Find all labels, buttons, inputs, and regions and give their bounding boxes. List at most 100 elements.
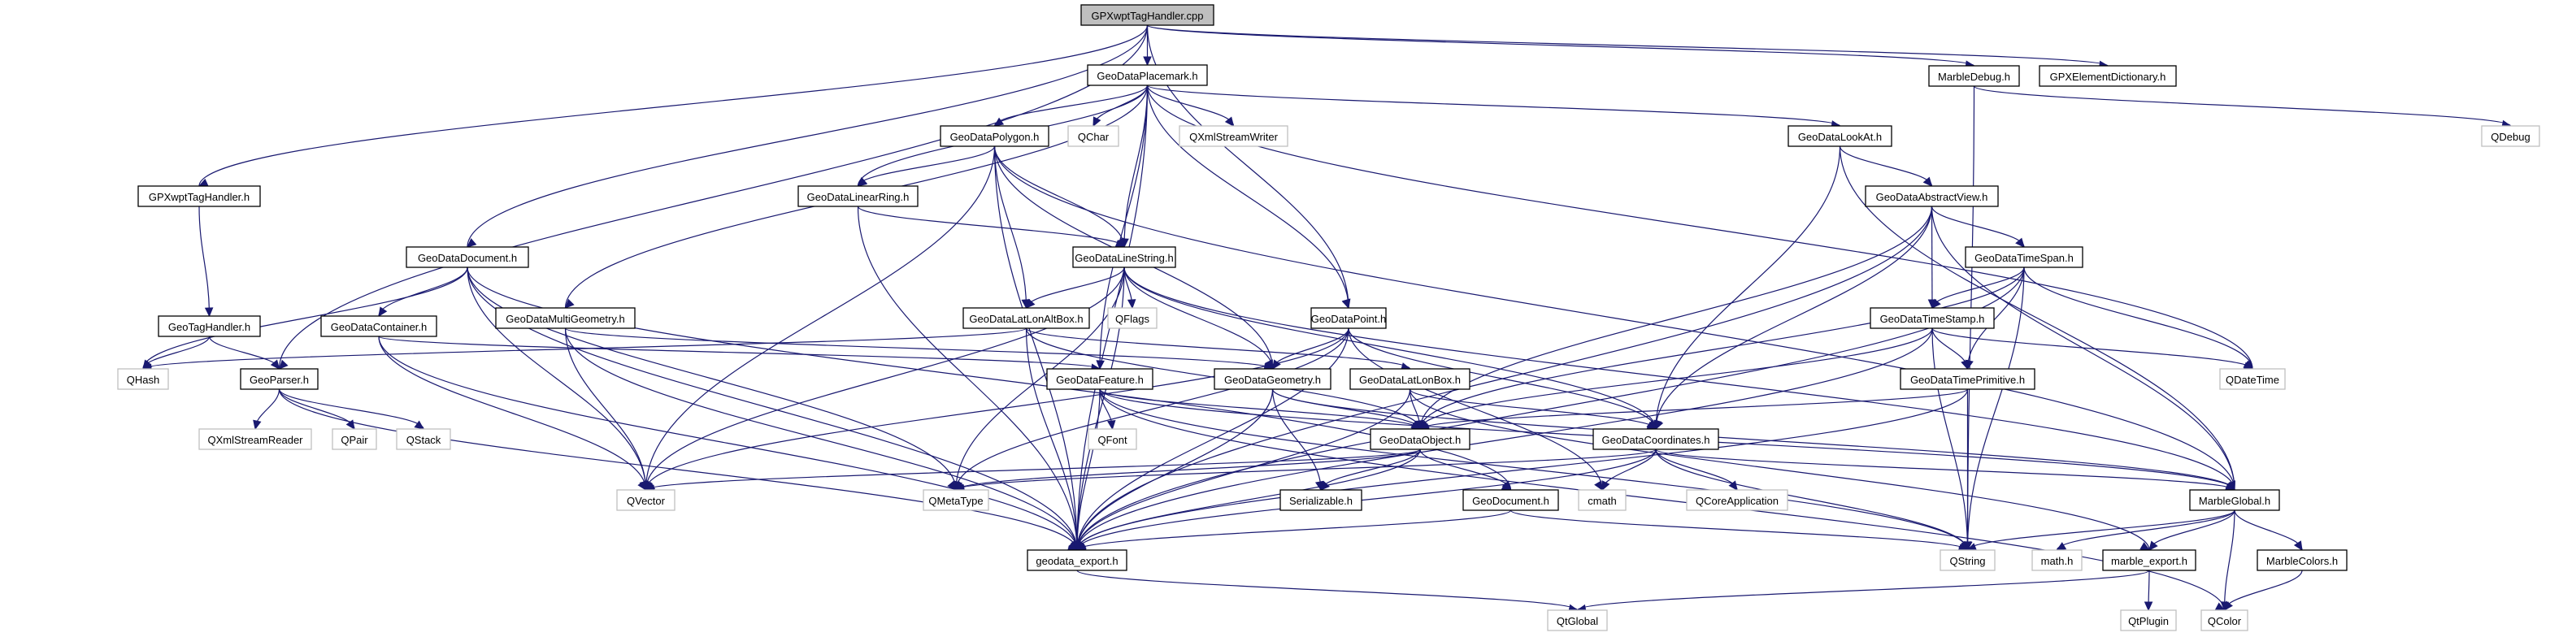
edge-placemark-to-qxmlwriter	[1146, 84, 1235, 127]
edge-multigeom-to-geodataexport	[564, 327, 1078, 551]
node-qdatetime: QDateTime	[2219, 368, 2286, 390]
node-label: GeoDataLookAt.h	[1798, 131, 1882, 143]
node-box	[1310, 307, 1387, 329]
edge-geodataexport-to-qtglobal	[1076, 570, 1579, 613]
node-qvector: QVector	[616, 489, 675, 511]
edge-marbleexport-to-qtglobal	[1576, 570, 2150, 613]
edge-line	[378, 336, 1078, 551]
arrowhead-icon	[2144, 601, 2153, 612]
node-gpxelementdictionary-h[interactable]: GPXElementDictionary.h	[2039, 65, 2177, 87]
edge-timespan-to-timestamp	[1931, 266, 2025, 309]
node-math-h: math.h	[2031, 549, 2083, 571]
node-geodatalinestring-h[interactable]: GeoDataLineString.h	[1072, 246, 1176, 268]
node-label: GeoDataDocument.h	[418, 252, 517, 264]
edge-line	[142, 327, 1027, 370]
node-geodatamultigeometry-h[interactable]: GeoDataMultiGeometry.h	[495, 307, 636, 329]
node-box	[1928, 65, 2020, 87]
node-geotaghandler-h[interactable]: GeoTagHandler.h	[158, 315, 261, 337]
node-box	[117, 368, 169, 390]
node-box	[2102, 549, 2196, 571]
edge-line	[1931, 327, 2253, 370]
node-box	[1067, 125, 1119, 147]
edge-polygon-to-linearring	[857, 145, 996, 187]
node-geodata-export-h[interactable]: geodata_export.h	[1027, 549, 1127, 571]
node-label: cmath	[1588, 495, 1616, 507]
node-geodatapolygon-h[interactable]: GeoDataPolygon.h	[940, 125, 1049, 147]
edge-timestamp-to-timeprim	[1931, 327, 1970, 370]
edge-geodocument-to-qstring	[1510, 509, 1969, 552]
arrowhead-icon	[467, 238, 477, 248]
node-geodatatimespan-h[interactable]: GeoDataTimeSpan.h	[1965, 246, 2083, 268]
node-geoparser-h[interactable]: GeoParser.h	[240, 368, 319, 390]
edge-abstractview-to-coords	[1655, 206, 1933, 431]
node-label: QFlags	[1115, 313, 1149, 325]
node-box	[1214, 368, 1331, 390]
edge-line	[378, 336, 647, 491]
edge-line	[1576, 570, 2150, 611]
edge-line	[378, 266, 468, 317]
node-geodocument-h[interactable]: GeoDocument.h	[1462, 489, 1559, 511]
edge-line	[645, 266, 1125, 491]
node-geodatacontainer-h[interactable]: GeoDataContainer.h	[320, 315, 437, 337]
node-geodatapoint-h[interactable]: GeoDataPoint.h	[1310, 307, 1387, 329]
node-geodatadocument-h[interactable]: GeoDataDocument.h	[406, 246, 529, 268]
node-geodatalatlonaltbox-h[interactable]: GeoDataLatLonAltBox.h	[962, 307, 1090, 329]
node-qcolor: QColor	[2200, 609, 2248, 631]
node-geodatalatlonbox-h[interactable]: GeoDataLatLonBox.h	[1349, 368, 1470, 390]
node-geodatatimestamp-h[interactable]: GeoDataTimeStamp.h	[1870, 307, 1995, 329]
node-geodatacoordinates-h[interactable]: GeoDataCoordinates.h	[1592, 428, 1719, 450]
node-box	[320, 315, 437, 337]
node-label: GPXwptTagHandler.cpp	[1091, 10, 1203, 22]
node-label: QChar	[1078, 131, 1110, 143]
node-geodatatimeprimitive-h[interactable]: GeoDataTimePrimitive.h	[1900, 368, 2035, 390]
node-marbleglobal-h[interactable]: MarbleGlobal.h	[2189, 489, 2280, 511]
edge-timeprim-to-object	[1418, 388, 1969, 432]
edge-line	[1419, 388, 1969, 430]
node-geodataplacemark-h[interactable]: GeoDataPlacemark.h	[1087, 64, 1208, 86]
edge-line	[1146, 84, 1349, 309]
edge-placemark-to-polygon	[993, 84, 1149, 127]
node-label: QtPlugin	[2128, 615, 2169, 627]
node-box	[2219, 368, 2286, 390]
edge-marblecolors-to-qcolor	[2223, 570, 2303, 611]
node-serializable-h[interactable]: Serializable.h	[1279, 489, 1362, 511]
node-box	[198, 428, 312, 450]
node-geodataabstractview-h[interactable]: GeoDataAbstractView.h	[1865, 185, 1999, 207]
node-label: Serializable.h	[1289, 495, 1353, 507]
node-geodatalinearring-h[interactable]: GeoDataLinearRing.h	[797, 185, 919, 207]
node-box	[1462, 489, 1559, 511]
node-box	[332, 428, 377, 450]
edge-root-to-marbledebug	[1146, 24, 1975, 69]
node-label: GeoDataPoint.h	[1311, 313, 1387, 325]
edge-line	[278, 388, 355, 430]
node-qtglobal: QtGlobal	[1547, 609, 1608, 631]
edge-document-to-container	[378, 266, 468, 318]
edge-root-to-document	[467, 24, 1149, 248]
node-geodataobject-h[interactable]: GeoDataObject.h	[1370, 428, 1470, 450]
node-marble-export-h[interactable]: marble_export.h	[2102, 549, 2196, 571]
edge-line	[2056, 509, 2235, 551]
node-label: math.h	[2041, 555, 2074, 567]
node-gpxwpttaghandler-h[interactable]: GPXwptTagHandler.h	[137, 185, 261, 207]
node-label: QColor	[2208, 615, 2242, 627]
arrowhead-icon	[1025, 298, 1036, 309]
edge-object-to-qmetatype	[954, 448, 1421, 492]
node-gpxwpttaghandler-cpp[interactable]: GPXwptTagHandler.cpp	[1080, 4, 1214, 26]
edge-line	[564, 327, 1274, 370]
node-geodatalookat-h[interactable]: GeoDataLookAt.h	[1788, 125, 1892, 147]
edge-abstractview-to-object	[1419, 206, 1933, 430]
node-box	[406, 246, 529, 268]
node-geodatageometry-h[interactable]: GeoDataGeometry.h	[1214, 368, 1331, 390]
node-box	[158, 315, 261, 337]
node-marbledebug-h[interactable]: MarbleDebug.h	[1928, 65, 2020, 87]
node-marblecolors-h[interactable]: MarbleColors.h	[2257, 549, 2348, 571]
node-label: GeoDataPolygon.h	[950, 131, 1040, 143]
node-box	[797, 185, 919, 207]
node-box	[1940, 549, 1996, 571]
node-label: GeoDataGeometry.h	[1224, 374, 1321, 386]
node-box	[2120, 609, 2177, 631]
node-geodatafeature-h[interactable]: GeoDataFeature.h	[1046, 368, 1153, 390]
node-box	[1279, 489, 1362, 511]
